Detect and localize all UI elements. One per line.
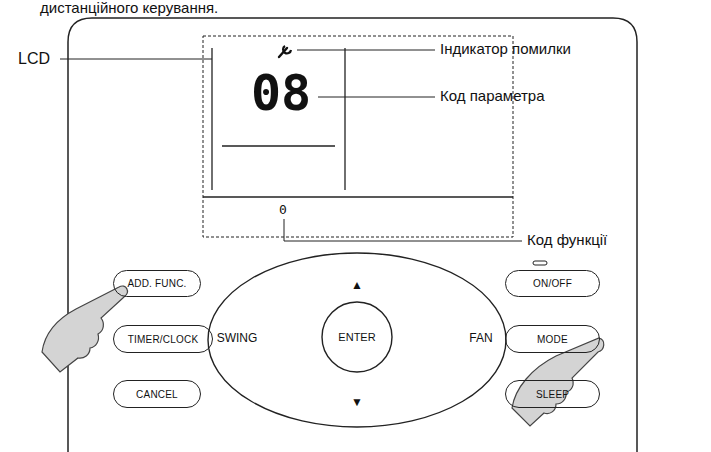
button-label: SLEEP	[536, 389, 569, 400]
enter-circle	[322, 302, 392, 372]
timer-button: TIMER/CLOCK	[113, 325, 213, 353]
callout-label: Код параметра	[440, 88, 545, 105]
wrench-icon	[279, 46, 291, 57]
button-label: FAN	[469, 331, 492, 345]
lcd-divider	[211, 48, 212, 190]
mode-button: MODE	[505, 325, 600, 353]
enter-button: ENTER	[321, 301, 393, 373]
lcd-divider	[344, 48, 345, 190]
callout-label: Код функції	[527, 232, 607, 249]
lcd-divider	[222, 145, 335, 146]
lcd-digits: 08	[251, 66, 311, 121]
part-label: LCD	[18, 50, 50, 68]
pad-ring	[208, 253, 506, 427]
lcd-frame	[203, 36, 513, 237]
leader-line	[60, 59, 212, 60]
button-label: CANCEL	[136, 389, 178, 400]
power-led	[533, 261, 547, 265]
cancel-button: CANCEL	[113, 380, 201, 408]
button-label: ON/OFF	[533, 278, 572, 289]
pointing-hand	[512, 338, 604, 426]
button-label: ADD. FUNC.	[127, 278, 186, 289]
leader-line	[318, 97, 435, 98]
callout-label: Індикатор помилки	[440, 41, 571, 58]
leader-line	[297, 50, 435, 51]
function-button: ADD. FUNC.	[113, 270, 201, 297]
remote-housing	[68, 18, 637, 452]
button-label: SWING	[217, 331, 258, 345]
up-arrow: ▲	[351, 278, 363, 292]
lcd-digit: 0	[279, 203, 287, 217]
wrench-head	[283, 46, 291, 53]
lcd-divider	[203, 196, 513, 197]
down-arrow: ▼	[351, 395, 363, 409]
pointing-hand	[42, 286, 127, 372]
button-label: TIMER/CLOCK	[128, 334, 199, 345]
button-label: ENTER	[338, 331, 375, 343]
heading-fragment: дистанційного керування.	[40, 0, 218, 17]
power-button: ON/OFF	[505, 270, 600, 297]
button-label: MODE	[537, 334, 568, 345]
sleep-button: SLEEP	[505, 380, 600, 408]
direction-pad: ▲ SWING FAN ▼ ENTER	[207, 252, 507, 428]
leader-line	[284, 219, 522, 241]
